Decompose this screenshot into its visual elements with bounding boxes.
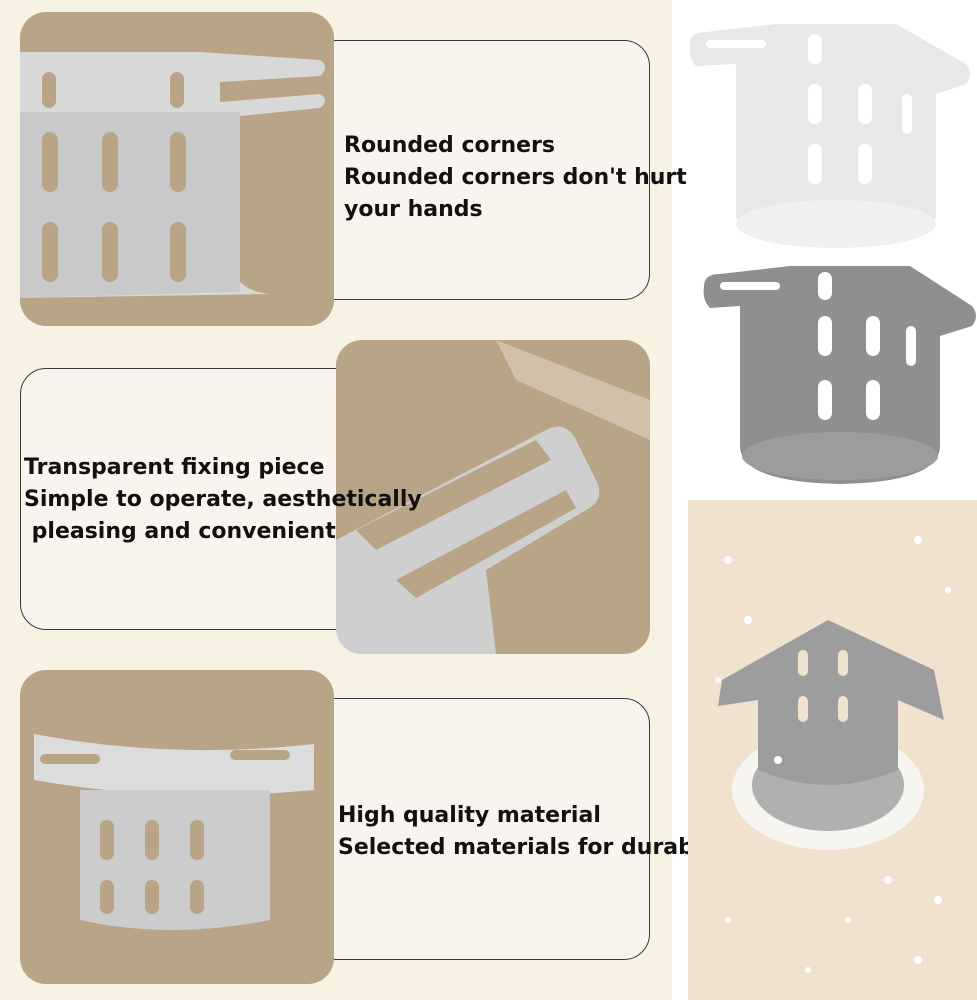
feature-text-high-quality: High quality material Selected materials…: [338, 800, 741, 864]
feature-description-line: Selected materials for durability: [338, 835, 742, 860]
feature-text-transparent-fixing: Transparent fixing piece Simple to opera…: [24, 452, 422, 548]
holder-closeup-icon: [20, 52, 325, 298]
feature-description-line: Simple to operate, aesthetically: [24, 487, 422, 512]
scene-photo: [688, 500, 977, 1000]
feature-card-rounded-corners: [306, 40, 650, 300]
feature-text-rounded-corners: Rounded corners Rounded corners don't hu…: [344, 130, 687, 226]
feature-image-transparent-fixing: [336, 340, 650, 654]
feature-description-line: pleasing and convenient: [24, 519, 336, 544]
feature-description-line: Rounded corners don't hurt: [344, 165, 687, 190]
feature-image-high-quality: [20, 670, 334, 984]
white-holder-product-icon: [689, 24, 970, 248]
feature-title: High quality material: [338, 803, 601, 828]
feature-title: Transparent fixing piece: [24, 455, 325, 480]
fixing-piece-icon: [336, 340, 650, 654]
feature-card-transparent-fixing: [20, 368, 360, 630]
feature-description-line: your hands: [344, 197, 483, 222]
gray-holder-product-icon: [703, 266, 976, 484]
holder-front-icon: [34, 734, 314, 930]
feature-title: Rounded corners: [344, 133, 555, 158]
feature-image-rounded-corners: [20, 12, 334, 326]
holder-scene-icon: [715, 536, 951, 973]
